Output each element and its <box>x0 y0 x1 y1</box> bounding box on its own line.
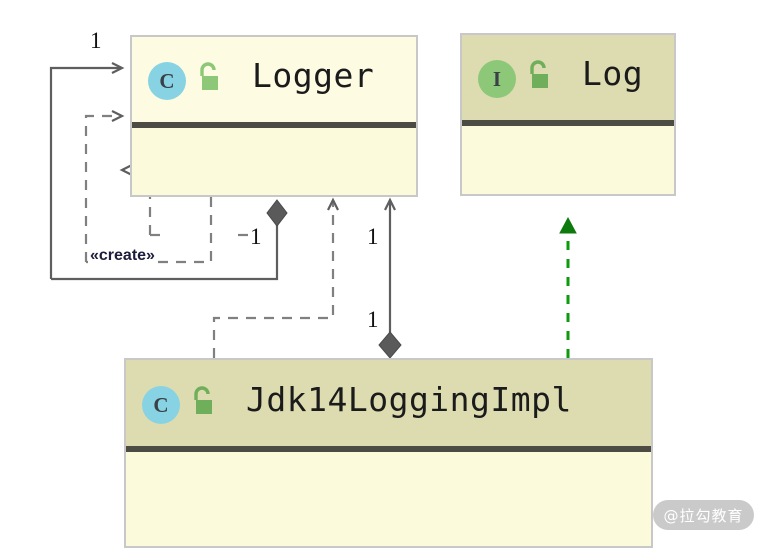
multiplicity-label: 1 <box>367 224 379 249</box>
class-header-jdk14loggingimpl: C Jdk14LoggingImpl <box>126 360 651 446</box>
class-divider-logger <box>132 122 416 128</box>
unlock-icon <box>194 386 212 414</box>
class-stereotype-glyph: C <box>159 68 175 93</box>
class-stereotype-icon: C <box>148 62 186 100</box>
class-box-jdk14loggingimpl[interactable]: C Jdk14LoggingImpl <box>124 358 653 548</box>
class-header-logger: C Logger <box>132 37 416 122</box>
class-name-jdk14loggingimpl: Jdk14LoggingImpl <box>246 380 572 419</box>
relationship-logger-self-association <box>49 62 279 281</box>
unlock-icon <box>530 60 548 88</box>
interface-stereotype-icon: I <box>478 60 516 98</box>
unlock-icon <box>200 62 218 90</box>
class-divider-jdk14loggingimpl <box>126 446 651 452</box>
watermark-badge: @拉勾教育 <box>653 500 754 530</box>
multiplicity-label: 1 <box>367 307 379 332</box>
class-box-log[interactable]: I Log <box>460 33 676 196</box>
relationship-logger-aggregation <box>266 199 288 227</box>
relationship-jdk14-logger-aggregation <box>378 197 402 359</box>
class-box-logger[interactable]: C Logger <box>130 35 418 197</box>
class-members-jdk14loggingimpl <box>126 452 651 546</box>
class-divider-log <box>462 120 674 126</box>
multiplicity-label: 1 <box>90 28 102 53</box>
class-name-log: Log <box>582 54 644 93</box>
stereotype-label-create: «create» <box>88 247 157 265</box>
class-header-log: I Log <box>462 35 674 120</box>
relationship-logger-create-dependency <box>119 164 248 237</box>
class-name-logger: Logger <box>252 56 375 95</box>
class-stereotype-glyph: C <box>153 392 169 417</box>
class-stereotype-icon: C <box>142 386 180 424</box>
interface-stereotype-glyph: I <box>492 66 502 91</box>
relationship-jdk14-to-logger-dependency <box>212 197 339 358</box>
class-members-logger <box>132 128 416 195</box>
class-members-log <box>462 126 674 194</box>
multiplicity-label: 1 <box>250 224 262 249</box>
